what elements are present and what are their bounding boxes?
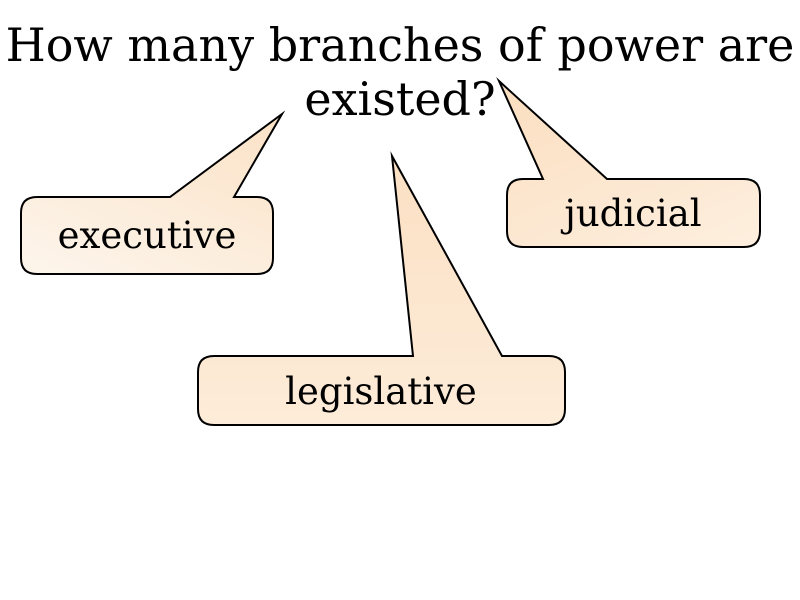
title-line-2: existed? — [304, 72, 496, 127]
callout-judicial-shape — [496, 77, 761, 248]
callout-executive-label: executive — [58, 214, 237, 257]
callout-legislative-shape — [197, 151, 566, 426]
callout-judicial-label: judicial — [560, 192, 701, 235]
slide-title: How many branches of power are existed? — [0, 18, 800, 127]
callout-executive-shape — [20, 110, 286, 275]
title-line-1: How many branches of power are — [5, 18, 795, 72]
callout-legislative-label: legislative — [285, 370, 477, 413]
